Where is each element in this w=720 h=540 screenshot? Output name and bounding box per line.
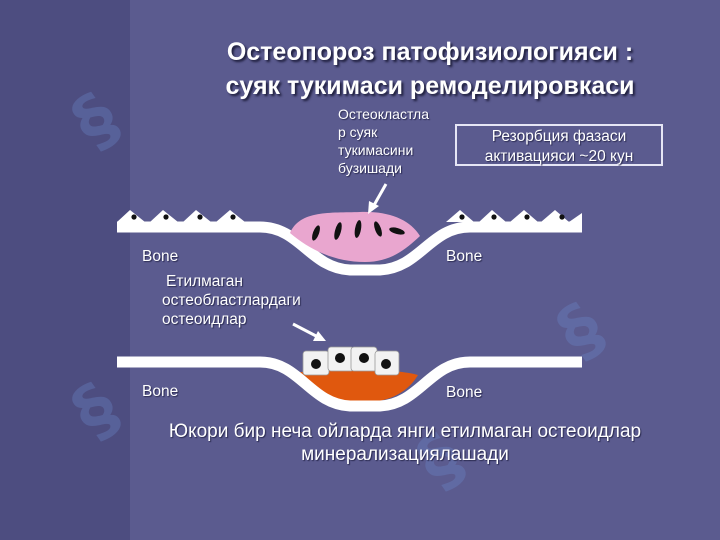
title-line-1: Остеопороз патофизиологияси : (226, 38, 634, 66)
lining-cells-left (117, 210, 245, 222)
osteoid-label-line: остеобластлардаги (162, 292, 301, 309)
osteoclast-label-line: бузишади (338, 160, 402, 176)
bottom-caption-line-2: минерализациялашади (301, 444, 509, 465)
osteoblast-cells (302, 346, 400, 376)
osteoid-label-line: Етилмаган (166, 273, 243, 290)
bottom-caption: Юкори бир неча ойларда янги етилмаган ос… (110, 420, 700, 466)
svg-text:§: § (58, 77, 134, 164)
lining-cells-right (446, 210, 582, 222)
bone-label-bottom-right: Bone (446, 384, 483, 401)
bone-label-bottom-left: Bone (142, 383, 179, 400)
left-band (0, 0, 130, 540)
title-line-2: суяк тукимаси ремоделировкаси (225, 72, 635, 100)
bottom-caption-line-1: Юкори бир неча ойларда янги етилмаган ос… (168, 421, 642, 442)
osteoclast-label-line: Остеокластла (338, 106, 430, 122)
osteoid-label: Етилмаган остеобластлардаги остеоидлар (162, 272, 301, 329)
arrow-icon (368, 183, 388, 214)
bone-label-top-right: Bone (446, 248, 483, 265)
arrow-icon (292, 322, 326, 341)
phase-box-line: активацияси ~20 кун (484, 148, 634, 165)
phase-box-line: Резорбция фазаси (491, 128, 627, 145)
bone-label-top-left: Bone (142, 248, 179, 265)
osteoclast-label-line: тукимасини (338, 142, 414, 158)
osteoclast-label: Остеокластла р суяк тукимасини бузишади (338, 105, 429, 177)
slide-title: Остеопороз патофизиологияси : суяк туким… (150, 35, 710, 103)
resorption-phase-box: Резорбция фазаси активацияси ~20 кун (455, 124, 663, 166)
top-bone (117, 210, 582, 276)
bottom-bone (117, 346, 582, 412)
osteoclast-cell (290, 211, 420, 262)
osteoclast-label-line: р суяк (338, 124, 378, 140)
osteoid-label-line: остеоидлар (162, 311, 247, 328)
